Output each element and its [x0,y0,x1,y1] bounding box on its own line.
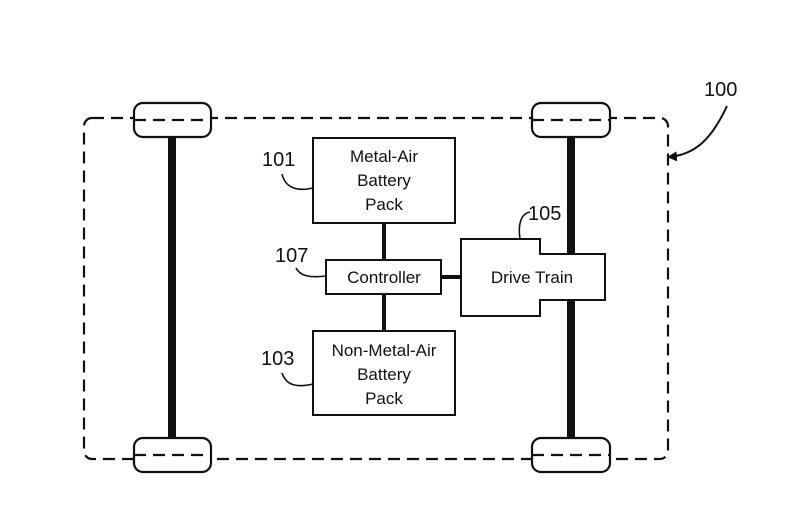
leader-100 [667,105,728,162]
leader-103 [281,372,314,387]
non-metal-air-battery-pack: Non-Metal-Air Battery Pack [312,330,456,416]
ref-numeral-103: 103 [261,348,294,370]
ref-numeral-107: 107 [275,245,308,267]
vehicle-outline [82,116,670,461]
drive-train-label: Drive Train [491,268,573,287]
non-metal-air-label-line-1: Non-Metal-Air [332,341,437,360]
ref-numeral-101: 101 [262,149,295,171]
controller-label: Controller [347,268,421,287]
metal-air-label-line-3: Pack [365,195,403,214]
drive-train-block: Drive Train [460,238,606,317]
leader-101 [281,173,314,191]
ref-numeral-105: 105 [528,203,561,225]
metal-air-label-line-1: Metal-Air [350,147,418,166]
controller-block: Controller [325,259,442,295]
non-metal-air-label-line-3: Pack [365,389,403,408]
leader-105 [518,211,531,240]
leader-107 [295,267,327,278]
ref-numeral-100: 100 [704,79,737,101]
metal-air-battery-pack: Metal-Air Battery Pack [312,137,456,224]
metal-air-label-line-2: Battery [357,171,411,190]
non-metal-air-label-line-2: Battery [357,365,411,384]
